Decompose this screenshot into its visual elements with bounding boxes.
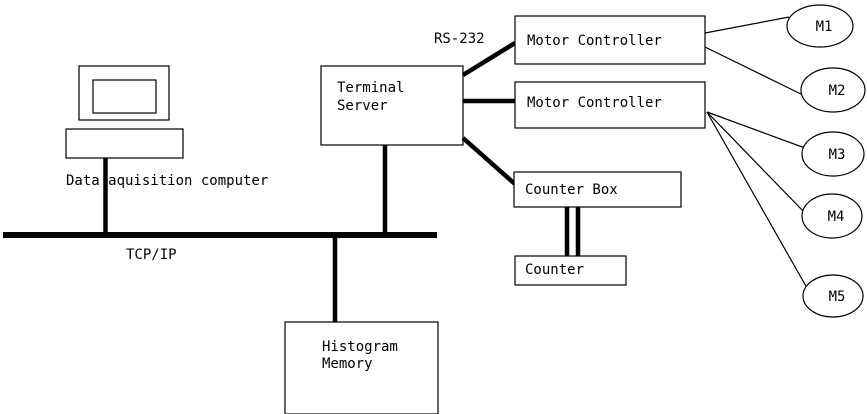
- motor-controller-2-label: Motor Controller: [527, 95, 662, 111]
- terminal-server-label-line1: Terminal: [337, 80, 404, 96]
- motor-link-m4: [706, 111, 805, 213]
- motor-m2-label: M2: [829, 83, 846, 99]
- motor-controller-2-box[interactable]: [514, 81, 706, 129]
- motor-controller-1-box[interactable]: [514, 15, 706, 65]
- motor-m1-ellipse[interactable]: [786, 4, 854, 48]
- rs232-link-to-counter-box: [461, 136, 518, 187]
- histogram-memory-label-line2: Memory: [322, 356, 373, 372]
- motor-m4-ellipse[interactable]: [801, 193, 863, 239]
- rs232-link-to-motor-controller-1: [461, 41, 517, 77]
- computer-base-unit: [65, 128, 184, 159]
- motor-m3-label: M3: [829, 147, 846, 163]
- motor-m4-label: M4: [828, 209, 845, 225]
- motor-m5-ellipse[interactable]: [802, 274, 864, 318]
- counter-box-box[interactable]: [513, 171, 682, 208]
- terminal-server-box[interactable]: [320, 65, 464, 146]
- counter-box-label: Counter Box: [525, 182, 618, 198]
- motor-controller-1-label: Motor Controller: [527, 33, 662, 49]
- counter-label: Counter: [525, 262, 584, 278]
- motor-m3-ellipse[interactable]: [801, 131, 865, 177]
- histogram-memory-box[interactable]: [284, 321, 439, 414]
- motor-link-m5: [706, 111, 808, 289]
- tcpip-link-label: TCP/IP: [126, 247, 177, 263]
- monitor-screen: [92, 79, 157, 114]
- motor-link-m3: [706, 111, 806, 149]
- motor-m1-label: M1: [816, 19, 833, 35]
- motor-link-m1: [704, 16, 790, 34]
- motor-m5-label: M5: [829, 289, 846, 305]
- motor-link-m2: [704, 46, 806, 97]
- computer-caption-label: Data aquisition computer: [66, 173, 268, 189]
- motor-m2-ellipse[interactable]: [800, 67, 866, 113]
- counter-box[interactable]: [514, 255, 627, 286]
- rs232-link-label: RS-232: [434, 31, 485, 47]
- histogram-memory-label-line1: Histogram: [322, 339, 398, 355]
- terminal-server-label-line2: Server: [337, 98, 388, 114]
